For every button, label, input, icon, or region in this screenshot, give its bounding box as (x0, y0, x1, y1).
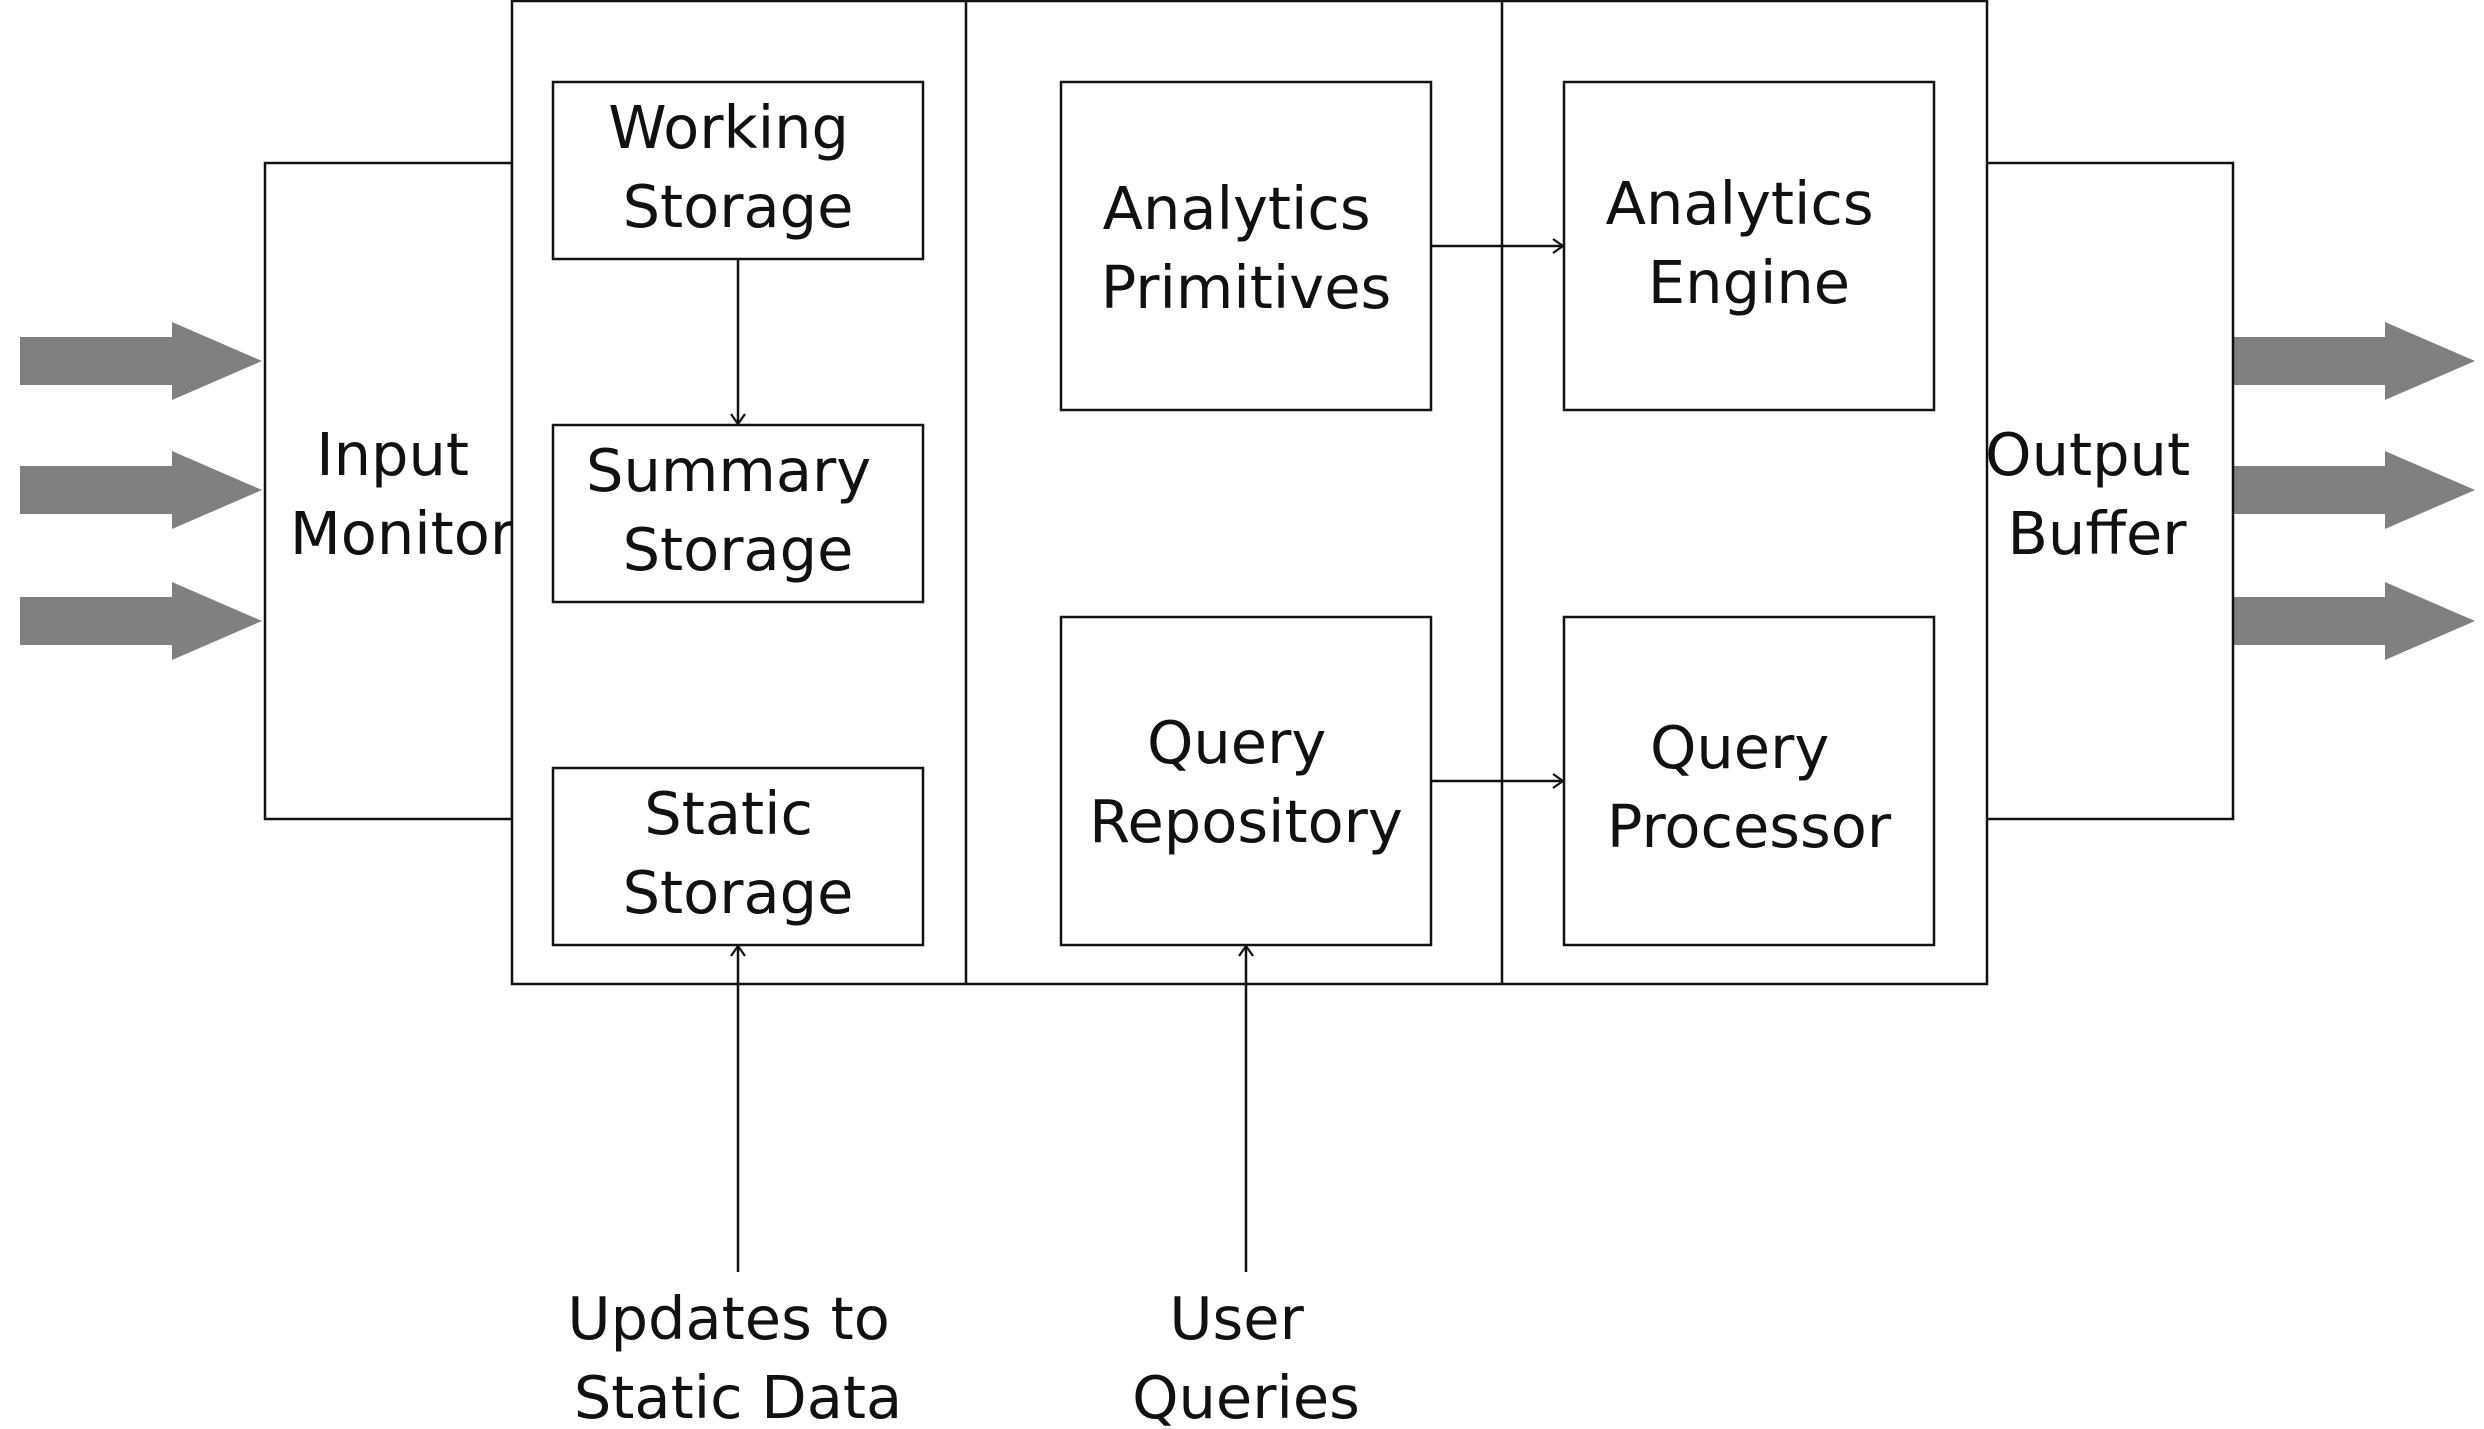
output-buffer-label: Output Buffer (1985, 420, 2209, 568)
analytics-primitives-label: Analytics Primitives (1101, 174, 1392, 322)
incoming-stream-arrows (20, 322, 262, 660)
analytics-engine-box (1562, 80, 1936, 412)
static-storage-box (551, 766, 925, 947)
updates-to-static-data-label: Updates to Static Data (567, 1284, 908, 1429)
query-processor-box (1562, 615, 1936, 947)
summary-storage-box (551, 423, 925, 604)
incoming-arrow-1 (20, 322, 262, 400)
incoming-arrow-3 (20, 582, 262, 660)
user-queries-label: User Queries (1132, 1284, 1360, 1429)
working-storage-label: Working Storage (608, 93, 867, 241)
output-buffer-box (1983, 161, 2235, 821)
query-repository-label: Query Repository (1089, 708, 1403, 856)
outgoing-stream-arrows (2233, 322, 2475, 660)
query-processor-label: Query Processor (1607, 713, 1892, 861)
outgoing-arrow-1 (2233, 322, 2475, 400)
query-repository-box (1059, 615, 1433, 947)
outgoing-arrow-3 (2233, 582, 2475, 660)
static-storage-label: Static Storage (623, 779, 854, 927)
summary-storage-label: Summary Storage (586, 436, 890, 584)
outgoing-arrow-2 (2233, 451, 2475, 529)
working-storage-box (551, 80, 925, 261)
input-monitor-box (263, 161, 514, 821)
analytics-primitives-box (1059, 80, 1433, 412)
input-monitor-label: Input Monitor (290, 420, 515, 568)
analytics-engine-label: Analytics Engine (1606, 169, 1893, 317)
incoming-arrow-2 (20, 451, 262, 529)
